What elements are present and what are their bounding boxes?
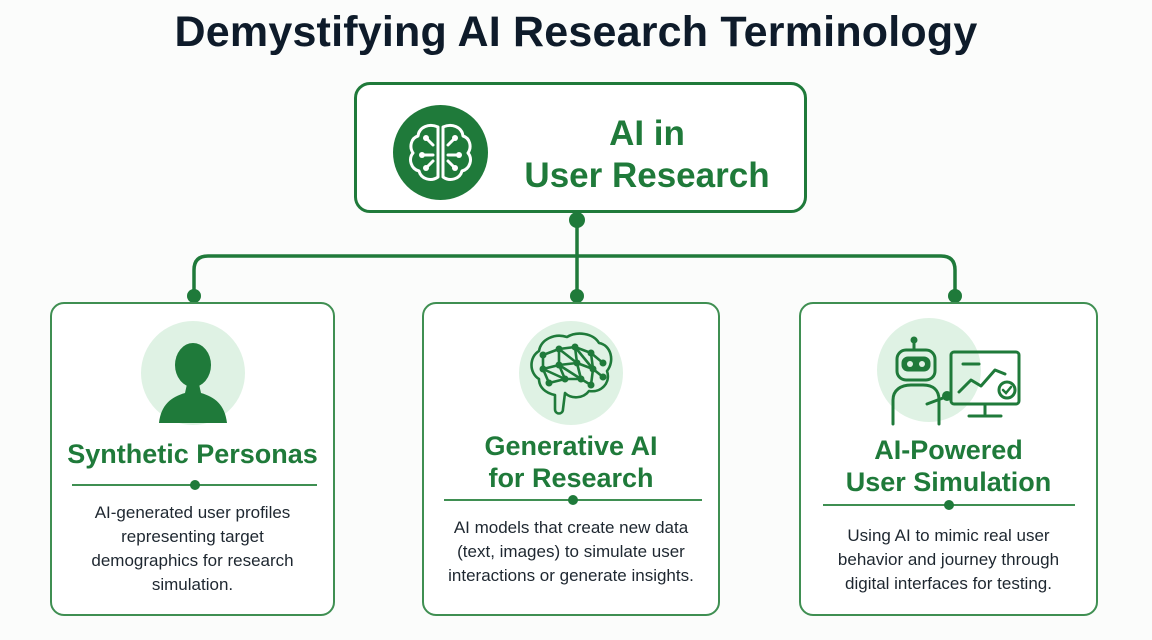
- icon-circle: [141, 321, 245, 425]
- card-description: Using AI to mimic real user behavior and…: [837, 526, 1060, 593]
- root-node: AI in User Research: [354, 82, 807, 213]
- card-divider: [72, 480, 317, 490]
- card-title: Generative AI for Research: [424, 430, 718, 494]
- card-title-line2: for Research: [488, 463, 654, 493]
- neural-brain-icon: [530, 332, 613, 415]
- root-title-line1: AI in: [609, 114, 685, 153]
- card-title: Synthetic Personas: [67, 439, 318, 469]
- left-connector-dot: [187, 289, 201, 303]
- card-title: AI-Powered User Simulation: [801, 434, 1096, 498]
- card-description: AI-generated user profiles representing …: [91, 503, 294, 594]
- card-title-line1: AI-Powered: [874, 435, 1023, 465]
- card-title-line1: Generative AI: [484, 431, 658, 461]
- center-connector-dot: [570, 289, 584, 303]
- right-connector-dot: [948, 289, 962, 303]
- divider-dot: [189, 480, 200, 490]
- page-title: Demystifying AI Research Terminology: [174, 8, 978, 56]
- divider-dot: [568, 495, 578, 505]
- card-title-line2: User Simulation: [845, 467, 1052, 497]
- robot-monitor-icon: [891, 336, 1021, 426]
- card-generative-ai: Generative AI for Research AI models tha…: [422, 302, 720, 616]
- card-divider: [444, 495, 702, 505]
- icon-circle: [519, 321, 623, 425]
- card-ai-powered-simulation: AI-Powered User Simulation Using AI to m…: [799, 302, 1098, 616]
- person-silhouette-icon: [159, 343, 227, 423]
- root-title-line2: User Research: [524, 156, 770, 195]
- brain-circuit-icon: [393, 105, 488, 200]
- card-description: AI models that create new data (text, im…: [448, 518, 694, 585]
- root-connector-dot: [569, 212, 585, 228]
- card-synthetic-personas: Synthetic Personas AI-generated user pro…: [50, 302, 335, 616]
- divider-dot: [944, 500, 954, 510]
- card-divider: [823, 500, 1075, 510]
- root-title: AI in User Research: [502, 113, 792, 197]
